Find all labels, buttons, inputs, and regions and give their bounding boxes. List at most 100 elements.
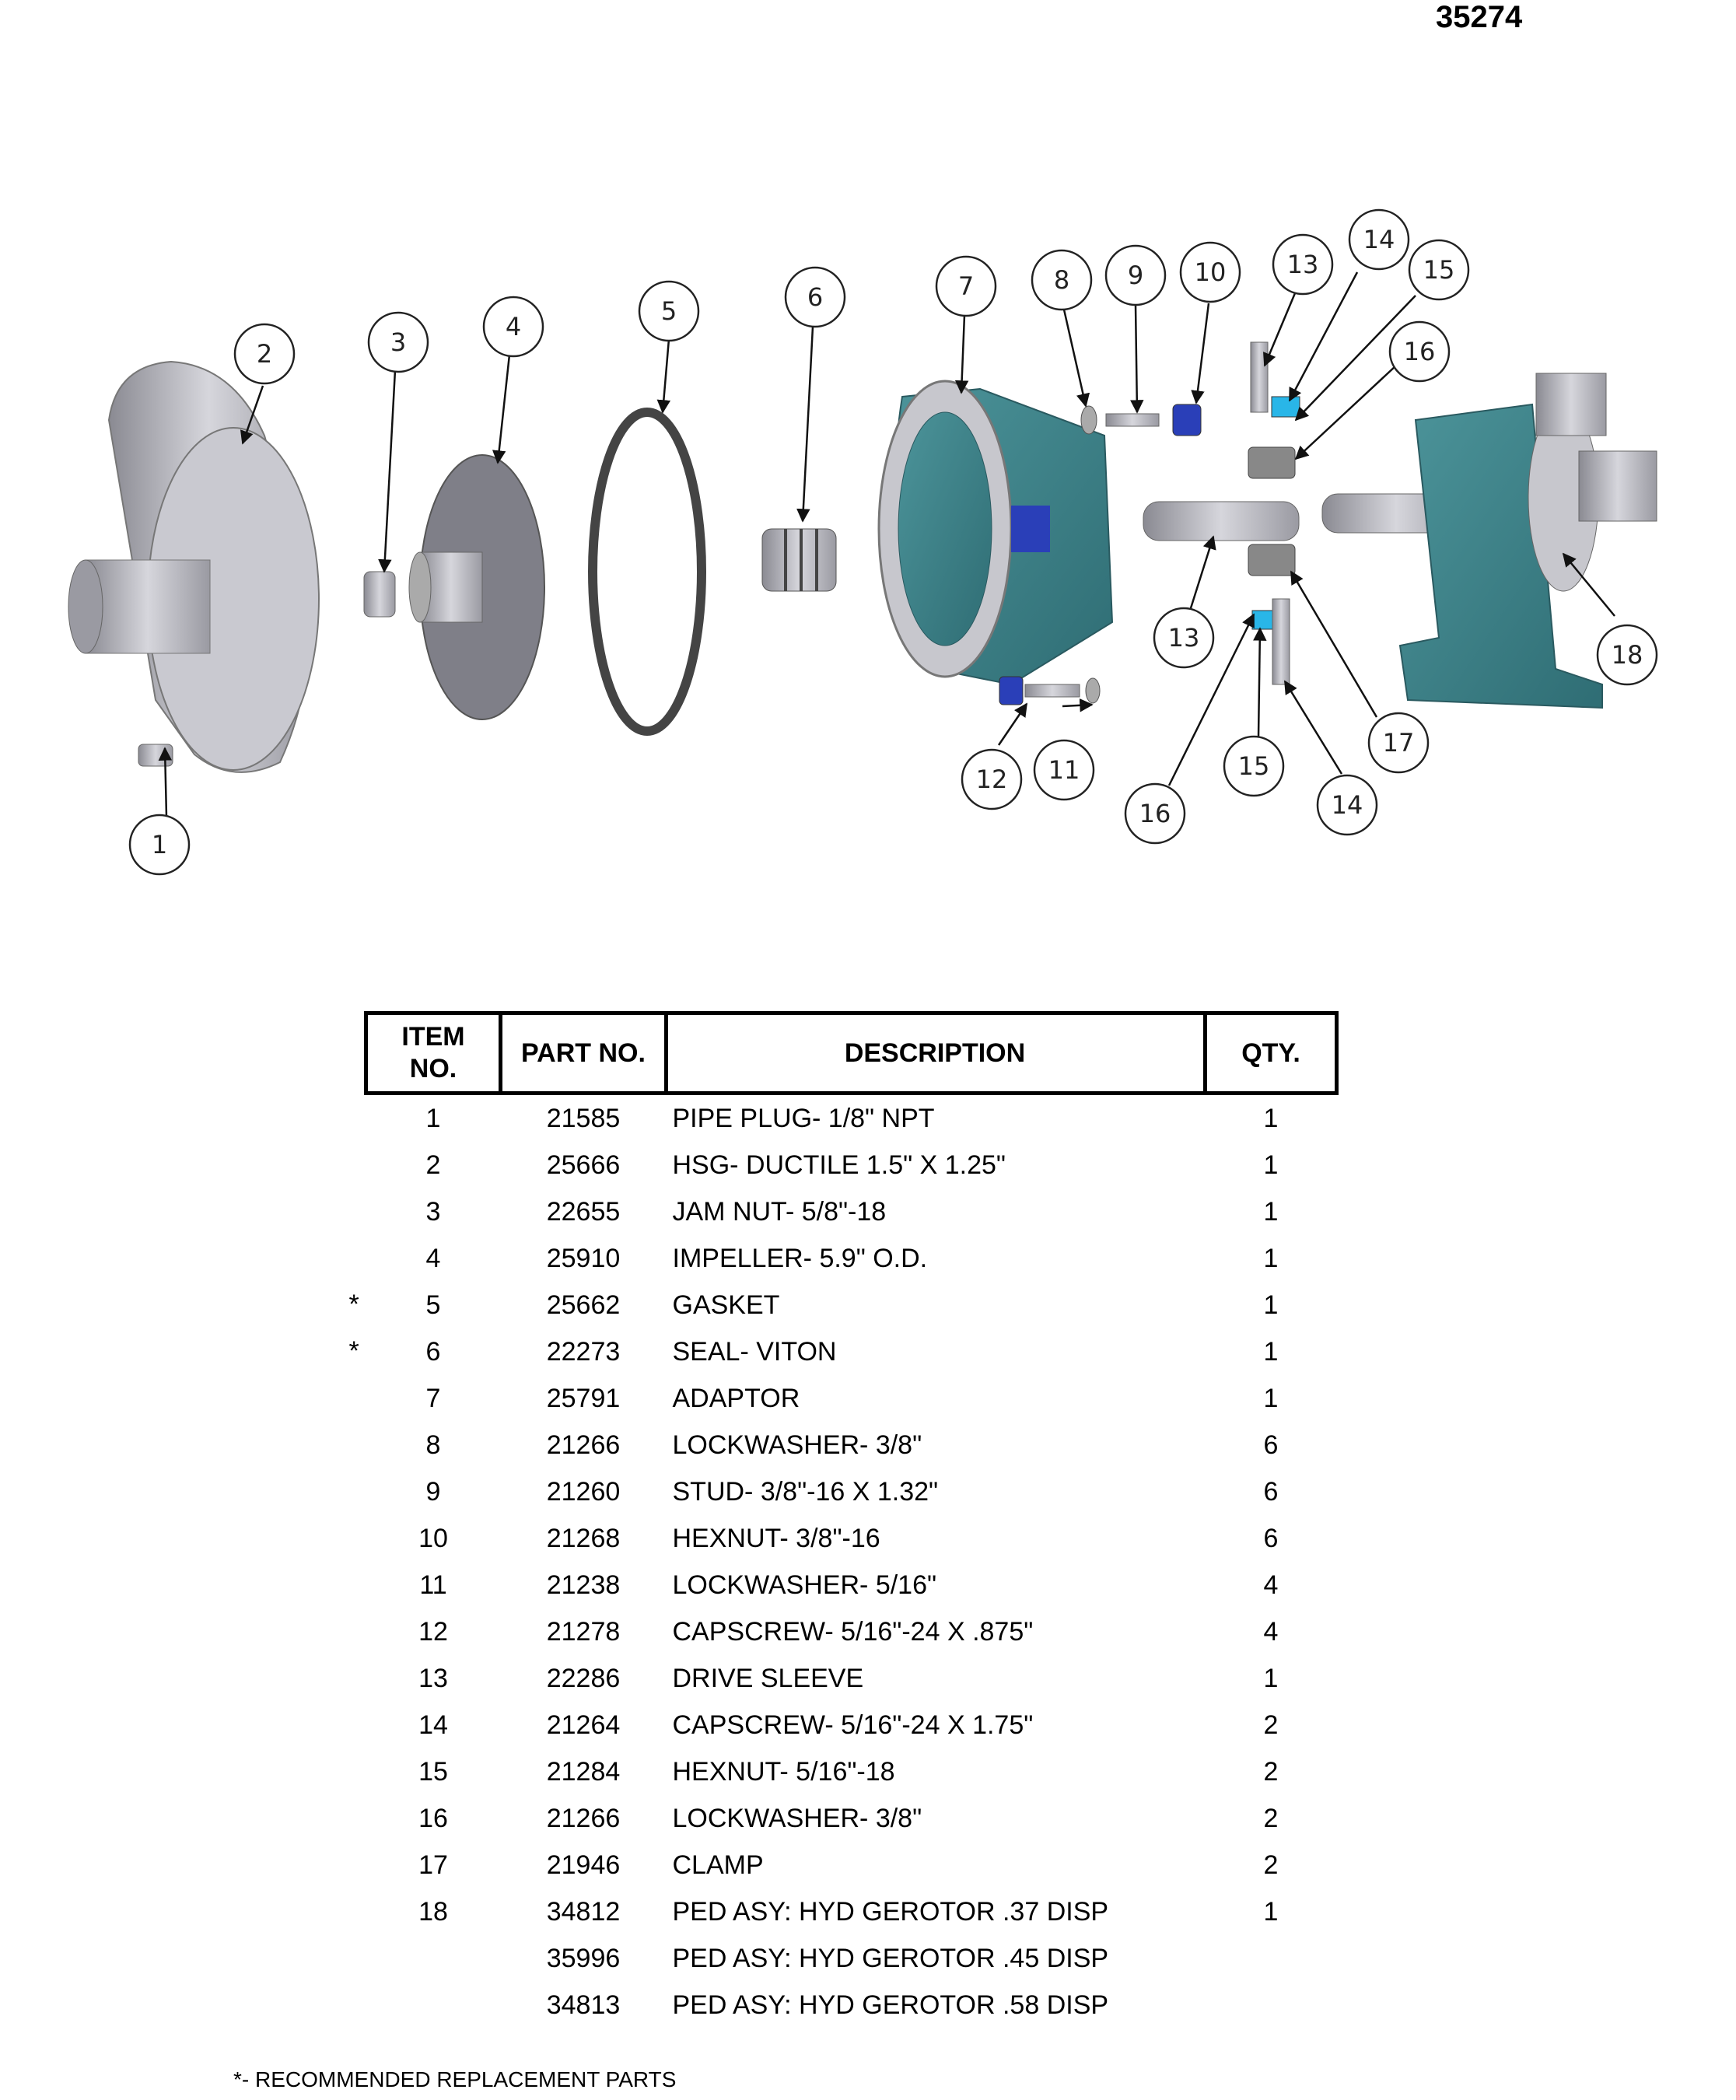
header-description: DESCRIPTION: [664, 1011, 1207, 1095]
drive-sleeve-part: [1143, 501, 1300, 541]
svg-text:14: 14: [1332, 790, 1363, 820]
description-cell: LOCKWASHER- 5/16": [672, 1570, 937, 1600]
callout-15-lower: 15: [1223, 735, 1285, 797]
part-no-cell: 21946: [546, 1850, 621, 1880]
qty-cell: 1: [1263, 1243, 1279, 1273]
part-no-cell: 21585: [546, 1103, 621, 1133]
svg-text:7: 7: [958, 271, 974, 301]
svg-text:13: 13: [1287, 250, 1319, 279]
qty-cell: 4: [1263, 1616, 1279, 1647]
part-no-cell: 25666: [546, 1150, 621, 1180]
adaptor-part: [877, 380, 1114, 686]
description-cell: SEAL- VITON: [672, 1336, 837, 1367]
callout-4: 4: [482, 296, 544, 358]
callout-14-lower: 14: [1316, 774, 1378, 836]
part-no-cell: 35996: [546, 1943, 621, 1973]
qty-cell: 1: [1263, 1150, 1279, 1180]
qty-cell: 1: [1263, 1383, 1279, 1413]
item-no-cell: 12: [418, 1616, 448, 1647]
qty-cell: 6: [1263, 1476, 1279, 1507]
qty-cell: 6: [1263, 1523, 1279, 1553]
svg-text:12: 12: [976, 765, 1008, 794]
qty-cell: 2: [1263, 1803, 1279, 1833]
qty-cell: 1: [1263, 1103, 1279, 1133]
callout-13: 13: [1153, 607, 1215, 669]
description-cell: HEXNUT- 5/16"-18: [672, 1756, 895, 1787]
svg-text:8: 8: [1054, 265, 1069, 295]
item-no-cell: 9: [425, 1476, 441, 1507]
item-no-cell: 7: [425, 1383, 441, 1413]
item-no-cell: 8: [425, 1430, 441, 1460]
description-cell: IMPELLER- 5.9" O.D.: [672, 1243, 928, 1273]
pedestal-assembly-part: [1321, 373, 1657, 709]
item-no-cell: 13: [418, 1663, 448, 1693]
callout-12: 12: [961, 748, 1023, 810]
callout-18: 18: [1596, 624, 1658, 686]
qty-cell: 1: [1263, 1290, 1279, 1320]
table-row: 2 25666 HSG- DUCTILE 1.5" X 1.25" 1: [366, 1142, 1337, 1188]
part-no-cell: 21266: [546, 1803, 621, 1833]
item-no-cell: [366, 1935, 501, 1982]
item-no-cell: 5*: [348, 1290, 441, 1320]
qty-cell: 1: [1263, 1196, 1279, 1227]
fastener-set-upper: [1080, 404, 1202, 436]
jam-nut-part: [363, 571, 396, 618]
description-cell: CLAMP: [672, 1850, 764, 1880]
description-cell: PED ASY: HYD GEROTOR .58 DISP: [672, 1990, 1109, 2020]
gasket-part: [588, 408, 706, 736]
description-cell: PIPE PLUG- 1/8" NPT: [672, 1103, 935, 1133]
drawing-number: 35274: [1436, 0, 1523, 34]
item-no-cell: 6*: [348, 1336, 441, 1367]
callout-16-upper: 15: [1408, 239, 1470, 301]
item-no-cell: 3: [425, 1196, 441, 1227]
table-row: 12 21278 CAPSCREW- 5/16"-24 X .875" 4: [366, 1608, 1337, 1655]
callout-15-upper: 14: [1348, 208, 1410, 271]
svg-text:15: 15: [1238, 751, 1270, 781]
part-no-cell: 34813: [546, 1990, 621, 2020]
svg-text:17: 17: [1383, 728, 1415, 758]
fastener-set-lower: [999, 676, 1101, 705]
item-no-cell: 2: [425, 1150, 441, 1180]
qty-cell: 2: [1263, 1756, 1279, 1787]
part-no-cell: 21264: [546, 1710, 621, 1740]
callout-3: 3: [367, 311, 429, 373]
qty-cell: 2: [1263, 1850, 1279, 1880]
table-row: 7 25791 ADAPTOR 1: [366, 1375, 1337, 1422]
svg-text:9: 9: [1128, 261, 1143, 290]
item-no-cell: 1: [425, 1103, 441, 1133]
svg-text:3: 3: [390, 327, 406, 357]
table-row: 1 21585 PIPE PLUG- 1/8" NPT 1: [366, 1094, 1337, 1143]
qty-cell: [1206, 1982, 1337, 2028]
part-no-cell: 21278: [546, 1616, 621, 1647]
description-cell: LOCKWASHER- 3/8": [672, 1430, 922, 1460]
part-no-cell: 22273: [546, 1336, 621, 1367]
item-no-cell: 15: [418, 1756, 448, 1787]
svg-text:4: 4: [506, 312, 521, 341]
clamp-group-upper: [1248, 341, 1300, 479]
description-cell: HSG- DUCTILE 1.5" X 1.25": [672, 1150, 1006, 1180]
part-no-cell: 25791: [546, 1383, 621, 1413]
svg-text:1: 1: [152, 830, 167, 859]
callout-1: 1: [128, 814, 191, 876]
qty-cell: 6: [1263, 1430, 1279, 1460]
seal-part: [761, 528, 837, 592]
callout-16-lower: 16: [1124, 782, 1186, 845]
svg-text:13: 13: [1168, 623, 1200, 653]
qty-cell: 2: [1263, 1710, 1279, 1740]
description-cell: ADAPTOR: [672, 1383, 800, 1413]
part-no-cell: 22286: [546, 1663, 621, 1693]
item-no-cell: [366, 1982, 501, 2028]
description-cell: CAPSCREW- 5/16"-24 X .875": [672, 1616, 1034, 1647]
qty-cell: 4: [1263, 1570, 1279, 1600]
